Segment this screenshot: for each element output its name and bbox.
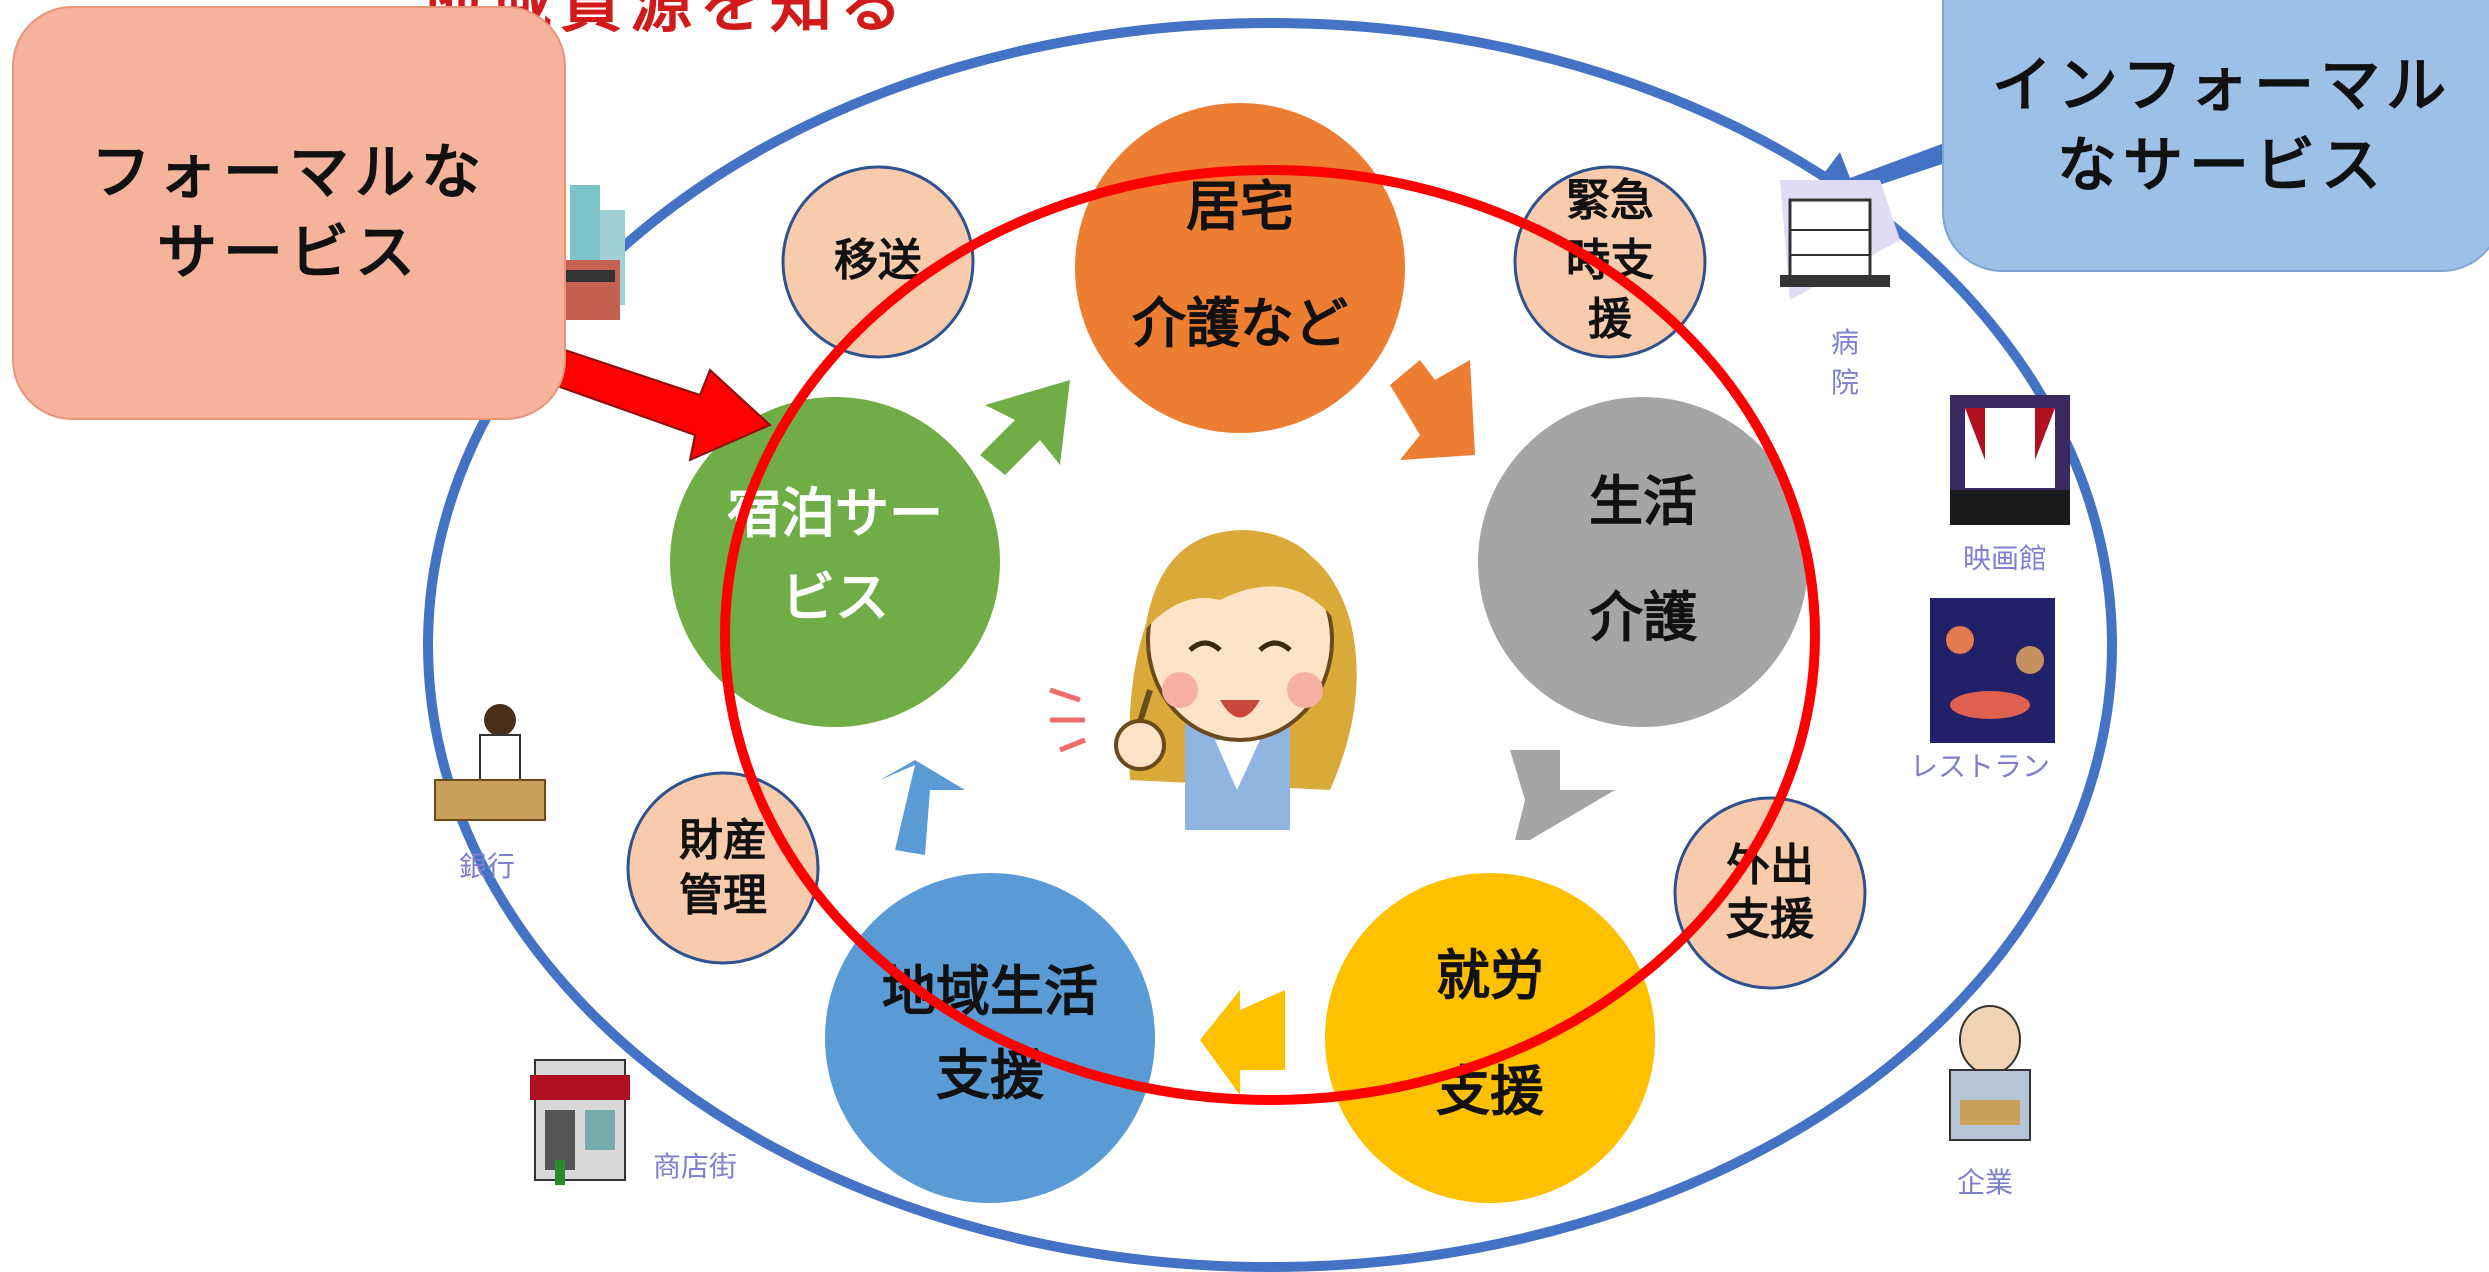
arrow-gold <box>1200 990 1285 1095</box>
svg-text:援: 援 <box>1588 294 1633 345</box>
informal-services-box: インフォーマル なサービス <box>1942 0 2489 272</box>
svg-text:管理: 管理 <box>679 870 767 921</box>
restaurant-icon: レストラン <box>1910 598 2055 783</box>
svg-text:就労: 就労 <box>1436 944 1544 1007</box>
outer-ring <box>423 18 2117 1272</box>
cinema-icon: 映画館 <box>1950 395 2070 575</box>
bank-icon: 銀行 <box>434 704 546 883</box>
svg-text:移送: 移送 <box>834 235 922 286</box>
outing-support-circle: 外出 支援 <box>1673 796 1867 990</box>
svg-text:企業: 企業 <box>1957 1166 2013 1199</box>
arrow-green <box>980 380 1070 475</box>
svg-text:居宅: 居宅 <box>1186 175 1294 238</box>
formal-services-line1: フォーマルな <box>91 138 487 208</box>
svg-text:財産: 財産 <box>679 815 767 866</box>
svg-text:生活: 生活 <box>1589 470 1697 533</box>
svg-text:介護: 介護 <box>1589 586 1698 649</box>
svg-text:商店街: 商店街 <box>653 1150 737 1183</box>
svg-text:支援: 支援 <box>1726 894 1815 945</box>
employment-support-circle: 就労 支援 <box>1325 873 1655 1203</box>
daily-life-care-circle: 生活 介護 <box>1478 397 1808 727</box>
inner-ring <box>720 165 1820 1105</box>
informal-services-line2: なサービス <box>2056 131 2387 201</box>
asset-management-circle: 財産 管理 <box>626 771 820 965</box>
svg-text:時支: 時支 <box>1566 235 1654 286</box>
formal-services-box: フォーマルな サービス <box>12 6 566 420</box>
person-illustration <box>1049 530 1357 830</box>
transport-circle: 移送 <box>781 165 975 359</box>
svg-text:病: 病 <box>1831 326 1859 359</box>
svg-text:介護など: 介護など <box>1132 292 1348 355</box>
arrow-gray <box>1510 750 1615 840</box>
svg-text:レストラン: レストラン <box>1910 750 2050 783</box>
hospital-icon: 病 院 <box>1780 180 1900 399</box>
arrow-orange <box>1390 360 1475 460</box>
informal-services-line1: インフォーマル <box>1991 51 2453 121</box>
formal-services-line2: サービス <box>157 218 421 288</box>
svg-text:ビス: ビス <box>781 566 889 629</box>
company-icon: 企業 <box>1949 1005 2031 1199</box>
svg-text:銀行: 銀行 <box>459 850 515 883</box>
svg-text:映画館: 映画館 <box>1963 542 2047 575</box>
svg-text:宿泊サー: 宿泊サー <box>727 482 943 545</box>
home-care-circle: 居宅 介護など <box>1075 103 1405 433</box>
svg-text:院: 院 <box>1831 366 1859 399</box>
shop-icon: 商店街 <box>530 1059 737 1185</box>
svg-text:緊急: 緊急 <box>1566 175 1654 226</box>
arrow-blue <box>880 760 965 855</box>
